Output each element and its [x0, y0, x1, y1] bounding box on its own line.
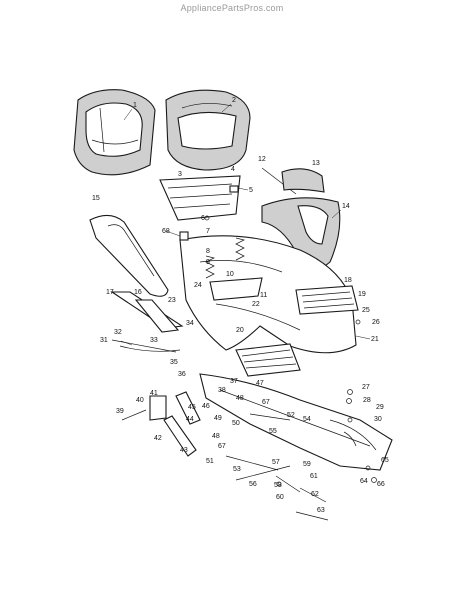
footrest-pad-part[interactable] — [295, 285, 359, 315]
callout-22: 22 — [252, 301, 260, 308]
pedal-linkage-part[interactable] — [121, 391, 201, 457]
callout-38: 38 — [218, 387, 226, 394]
callout-51: 51 — [206, 458, 214, 465]
seat-bracket-part[interactable] — [209, 277, 263, 301]
hardware-part[interactable] — [179, 185, 377, 487]
seat-pan-part[interactable] — [159, 175, 241, 221]
callout-48-lower: 48 — [212, 433, 220, 440]
callout-48-upper: 48 — [236, 395, 244, 402]
footrest-pad-front-part[interactable] — [235, 343, 301, 377]
callout-31: 31 — [100, 337, 108, 344]
callout-60: 60 — [276, 494, 284, 501]
callout-20: 20 — [236, 327, 244, 334]
callout-23: 23 — [168, 297, 176, 304]
callout-25: 25 — [362, 307, 370, 314]
fender-console-part[interactable] — [261, 167, 341, 270]
callout-4: 4 — [231, 166, 235, 173]
leader-lines — [120, 103, 371, 346]
callout-55: 55 — [269, 428, 277, 435]
seat-springs-part[interactable] — [205, 237, 246, 279]
callout-45: 45 — [188, 404, 196, 411]
callout-10: 10 — [226, 271, 234, 278]
callout-33: 33 — [150, 337, 158, 344]
watermark: AppliancePartsPros.com — [180, 3, 284, 13]
callout-2: 2 — [232, 97, 236, 104]
callout-7: 7 — [206, 228, 210, 235]
callout-labels: 1 2 3 4 5 6 7 68 8 9 10 11 12 13 14 15 1… — [92, 97, 389, 514]
callout-64: 64 — [360, 478, 368, 485]
callout-18: 18 — [344, 277, 352, 284]
callout-57: 57 — [272, 459, 280, 466]
callout-8: 8 — [206, 248, 210, 255]
callout-43: 43 — [180, 447, 188, 454]
callout-46: 46 — [202, 403, 210, 410]
callout-3: 3 — [178, 171, 182, 178]
callout-53: 53 — [233, 466, 241, 473]
callout-9: 9 — [206, 259, 210, 266]
callout-67-lower: 67 — [218, 443, 226, 450]
callout-67-upper: 67 — [262, 399, 270, 406]
seat-cushion-part[interactable] — [73, 89, 156, 176]
callout-50: 50 — [232, 420, 240, 427]
callout-16: 16 — [134, 289, 142, 296]
callout-56: 56 — [249, 481, 257, 488]
callout-6: 6 — [201, 215, 205, 222]
callout-27: 27 — [362, 384, 370, 391]
callout-5: 5 — [249, 187, 253, 194]
callout-36: 36 — [178, 371, 186, 378]
callout-65: 65 — [381, 457, 389, 464]
callout-62: 62 — [311, 491, 319, 498]
callout-30: 30 — [374, 416, 382, 423]
callout-47: 47 — [256, 380, 264, 387]
callout-34: 34 — [186, 320, 194, 327]
callout-40: 40 — [136, 397, 144, 404]
callout-54: 54 — [303, 416, 311, 423]
callout-41: 41 — [150, 390, 158, 397]
callout-29: 29 — [376, 404, 384, 411]
callout-58: 58 — [274, 482, 282, 489]
callout-28: 28 — [363, 397, 371, 404]
callout-66: 66 — [377, 481, 385, 488]
callout-52: 52 — [287, 412, 295, 419]
callout-11: 11 — [260, 292, 267, 299]
seat-part[interactable] — [165, 89, 251, 171]
callout-24: 24 — [194, 282, 202, 289]
callout-49: 49 — [214, 415, 222, 422]
callout-1: 1 — [133, 102, 137, 109]
callout-37: 37 — [230, 378, 238, 385]
callout-35: 35 — [170, 359, 178, 366]
callout-42: 42 — [154, 435, 162, 442]
control-cable-part[interactable] — [111, 339, 181, 353]
callout-15: 15 — [92, 195, 100, 202]
callout-68: 68 — [162, 228, 170, 235]
callout-44: 44 — [186, 416, 194, 423]
callout-59: 59 — [303, 461, 311, 468]
callout-14: 14 — [342, 203, 350, 210]
callout-63: 63 — [317, 507, 325, 514]
side-panel-part[interactable] — [89, 214, 169, 297]
callout-61: 61 — [310, 473, 318, 480]
linkage-rods-part[interactable] — [225, 413, 329, 521]
support-bar-part[interactable] — [110, 291, 184, 333]
callout-13: 13 — [312, 160, 320, 167]
callout-32: 32 — [114, 329, 122, 336]
callout-21: 21 — [371, 336, 379, 343]
callout-19: 19 — [358, 291, 366, 298]
chassis-frame-part[interactable] — [199, 373, 393, 471]
callout-12: 12 — [258, 156, 266, 163]
callout-39: 39 — [116, 408, 124, 415]
fender-deck-part[interactable] — [179, 235, 357, 354]
callout-26: 26 — [372, 319, 380, 326]
callout-17: 17 — [106, 289, 114, 296]
